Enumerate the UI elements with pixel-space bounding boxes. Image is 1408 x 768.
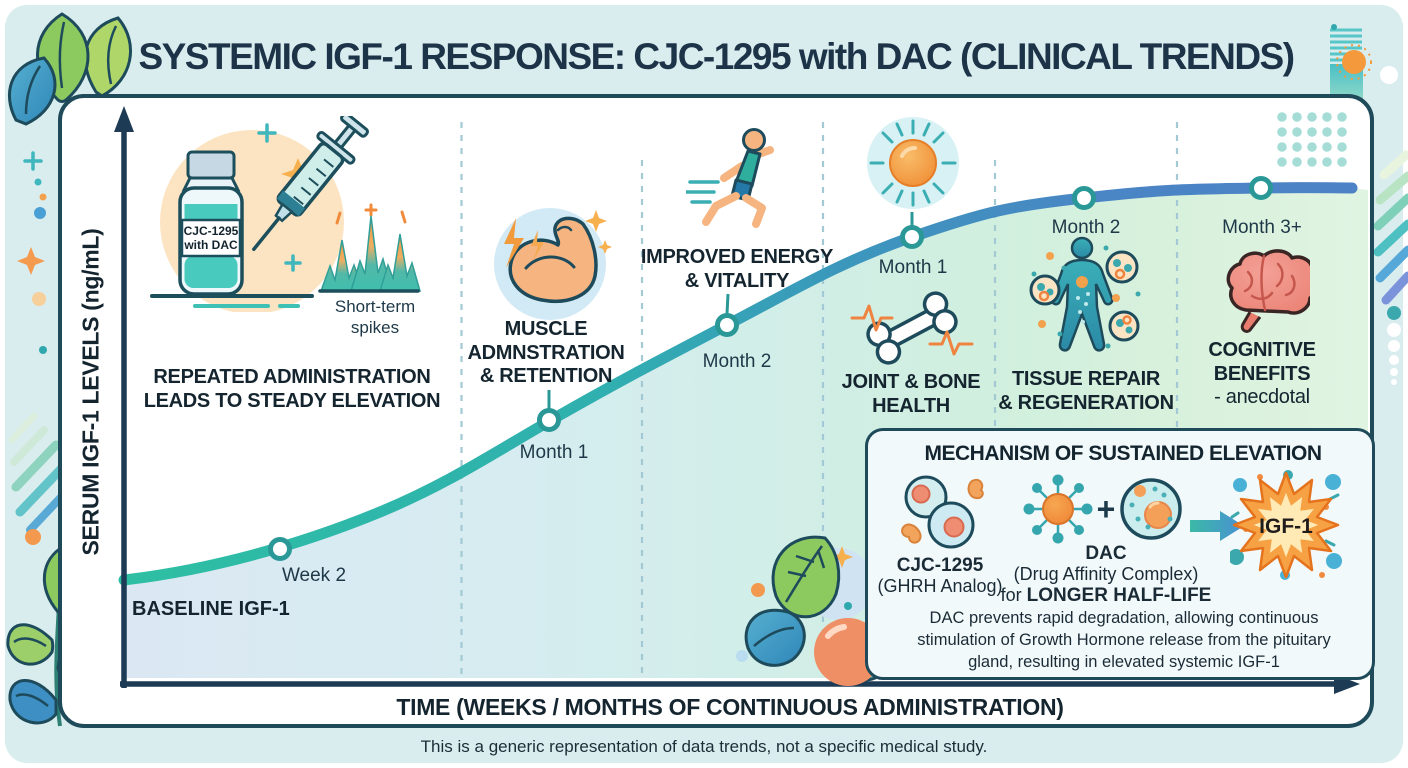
dac-subtitle: (Drug Affinity Complex) [1013,564,1199,584]
page-title: SYSTEMIC IGF-1 RESPONSE: CJC-1295 with D… [138,36,1295,77]
spikes-chart-icon [318,203,421,293]
dac-name: DAC [1085,543,1127,564]
vial-label-line1: CJC-1295 [184,224,239,238]
cell-icons [1029,250,1140,342]
leaves-decoration-mechanism [736,535,880,686]
mechanism-description: DAC prevents rapid degradation, allowing… [917,609,1331,671]
dot-grid-decoration [1277,112,1347,167]
mechanism-title: MECHANISM OF SUSTAINED ELEVATION [924,442,1322,465]
sun-icon [867,117,959,209]
igf1-starburst-icon: IGF-1 [1230,470,1342,580]
plus-sign: + [1097,491,1116,527]
bone-icon [850,291,974,365]
section-heading-muscle: MUSCLE ADMNSTRATION & RETENTION [467,318,625,387]
body-cells-icon [1029,236,1141,352]
section-heading-tissue-repair: TISSUE REPAIR & REGENERATION [998,368,1174,414]
bars-decoration-top-right [1330,24,1372,100]
vial-syringe-icon: CJC-1295 with DAC [150,116,369,312]
section-heading-cognitive: COGNITIVE BENEFITS - anecdotal [1208,339,1316,408]
section-heading-joint-bone: JOINT & BONE HEALTH [841,371,981,417]
chevron-decorations-right [1373,150,1408,305]
spikes-caption: Short-term spikes [334,297,416,337]
x-axis-label: TIME (WEEKS / MONTHS OF CONTINUOUS ADMIN… [396,694,1064,720]
marker-month-1 [537,408,561,432]
mechanism-panel: MECHANISM OF SUSTAINED ELEVATION CJC-129… [865,428,1375,680]
dac-halflife-line: for LONGER HALF-LIFE [1000,585,1212,606]
syringe-icon [252,116,369,251]
dots-decoration-right [1387,306,1401,385]
igf1-result-label: IGF-1 [1259,515,1313,538]
vial-icon: CJC-1295 with DAC [178,150,244,296]
marker-label-month-1b: Month 1 [878,257,948,278]
muscle-icon [494,208,612,320]
baseline-label: BASELINE IGF-1 [132,598,290,620]
sparkle-decorations-left [17,151,47,354]
marker-label-month-3plus: Month 3+ [1222,217,1302,238]
dac-molecule-cell-icon: + [1023,474,1182,544]
vial-label-line2: with DAC [183,238,238,252]
section-heading-repeated-administration: REPEATED ADMINISTRATION LEADS TO STEADY … [143,366,441,412]
marker-label-month-2: Month 2 [702,351,772,372]
dac-halflife-highlight: LONGER HALF-LIFE [1026,585,1212,606]
marker-label-month-1: Month 1 [519,442,589,463]
marker-week-2 [268,537,292,561]
cognitive-anecdotal-note: - anecdotal [1214,386,1310,408]
orange-dot-decoration-left [25,529,41,545]
marker-label-month-2b: Month 2 [1051,217,1121,238]
marker-label-week-2: Week 2 [281,565,347,586]
leaf-decoration-top-left [7,12,132,126]
marker-month-1b [900,225,924,249]
brain-icon [1226,249,1310,333]
marker-connector-stems [547,212,914,409]
y-axis-label: SERUM IGF-1 LEVELS (ng/mL) [77,228,104,556]
marker-month-2 [715,313,739,337]
marker-month-2b [1072,186,1096,210]
trend-curve [118,182,1358,586]
white-dot-decoration-right [1380,66,1398,84]
section-heading-energy: IMPROVED ENERGY & VITALITY [640,246,834,292]
cjc-cells-icon [901,475,984,549]
disclaimer-text: This is a generic representation of data… [420,737,988,756]
result-arrow-icon [1190,511,1244,541]
cjc-subtitle: (GHRH Analog) [877,576,1003,596]
runner-icon [686,128,774,228]
cjc-name: CJC-1295 [896,555,984,576]
curve-markers [268,176,1273,561]
marker-month-3plus [1249,176,1273,200]
